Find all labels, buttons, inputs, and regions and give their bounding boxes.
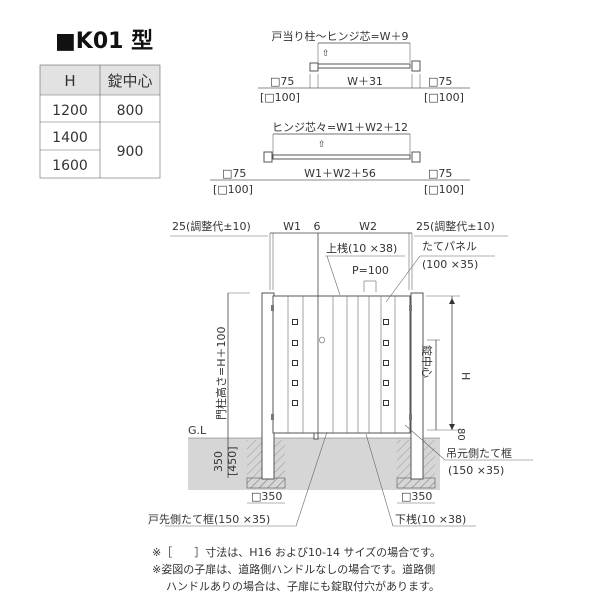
open-arrow-icon: ⇧ — [318, 140, 326, 150]
header-lock: 錠中心 — [107, 72, 152, 90]
hinge-distance-label: 戸当り柱〜ヒンジ芯=W＋9 — [271, 29, 408, 43]
post-size: □75 — [428, 75, 452, 88]
top-rail-label: 上桟(10 ×38) — [326, 241, 397, 255]
decor-square — [292, 340, 298, 346]
post-size-alt: [□100] — [424, 91, 464, 104]
right-adjust-label: 25(調整代±10) — [416, 219, 495, 233]
post-size-alt: [□100] — [424, 183, 464, 196]
row-lock: 800 — [117, 103, 144, 119]
decor-squares — [292, 319, 389, 406]
decor-square — [292, 319, 298, 325]
depth-label: 350 — [212, 451, 225, 472]
hinge-frame-size-label: (150 ×35) — [448, 464, 504, 477]
decor-square — [383, 380, 389, 386]
depth-alt-label: [450] — [226, 446, 239, 476]
pitch-label: P=100 — [352, 264, 389, 277]
width-label: W＋31 — [347, 75, 383, 88]
ground-label: G.L — [188, 424, 207, 437]
post-size-alt: [□100] — [213, 183, 253, 196]
decor-square — [383, 319, 389, 325]
row-h: 1600 — [52, 158, 88, 174]
hinge-distance-label: ヒンジ芯々=W1＋W2＋12 — [272, 120, 408, 134]
bottom-rail-label: 下桟(10 ×38) — [395, 512, 466, 526]
left-adjust-label: 25(調整代±10) — [172, 219, 251, 233]
panel-label: たてパネル — [422, 240, 477, 253]
left-post — [261, 292, 275, 480]
plan-view-single: 戸当り柱〜ヒンジ芯=W＋9 ⇧ □75 [□100] W＋31 □75 [□10… — [258, 29, 470, 104]
row-h: 1400 — [52, 130, 88, 146]
post-height-label: 門柱高さ=H＋100 — [214, 327, 228, 420]
width-label: W1＋W2＋56 — [304, 167, 376, 180]
plan-view-double: ヒンジ芯々=W1＋W2＋12 ⇧ □75 [□100] W1＋W2＋56 □75… — [210, 120, 470, 196]
lock-icon — [319, 336, 325, 344]
decor-square — [292, 400, 298, 406]
decor-square — [383, 340, 389, 346]
w2-label: W2 — [359, 220, 377, 233]
size-table: H 錠中心 1200 800 1400 900 1600 — [39, 64, 161, 179]
post-size: □75 — [270, 75, 294, 88]
open-arrow-icon: ⇧ — [322, 49, 330, 59]
post-size: □75 — [222, 167, 246, 180]
decor-square — [292, 360, 298, 366]
model-title: ■K01 型 — [55, 29, 153, 54]
w1-label: W1 — [283, 220, 301, 233]
right-foundation-label: □350 — [401, 490, 432, 503]
right-post — [410, 292, 424, 480]
row-h: 1200 — [52, 103, 88, 119]
panel-size-label: (100 ×35) — [422, 258, 478, 271]
decor-square — [292, 380, 298, 386]
latch-frame-label: 戸先側たて框(150 ×35) — [148, 513, 270, 526]
header-h: H — [64, 72, 75, 90]
bottom-gap-label: 80 — [455, 428, 466, 441]
post-size-alt: [□100] — [260, 91, 300, 104]
gap-label: 6 — [314, 220, 321, 233]
elevation-view: 25(調整代±10) W1 6 W2 25(調整代±10) 上桟(10 ×38)… — [148, 219, 533, 527]
note: ハンドルありの場合は、子扉にも錠取付穴があります。 — [166, 579, 440, 593]
decor-square — [383, 360, 389, 366]
note: ※姿図の子扉は、道路側ハンドルなしの場合です。道路側 — [152, 562, 435, 576]
left-foundation-label: □350 — [251, 490, 282, 503]
lock-center-label: 錠中心 — [420, 345, 434, 378]
decor-square — [383, 400, 389, 406]
row-lock: 900 — [117, 144, 144, 160]
height-label: H — [459, 372, 472, 380]
hinge-frame-label: 吊元側たて框 — [446, 447, 512, 460]
post-size: □75 — [428, 167, 452, 180]
note: ※［ ］寸法は、H16 および10-14 サイズの場合です。 — [152, 545, 441, 559]
